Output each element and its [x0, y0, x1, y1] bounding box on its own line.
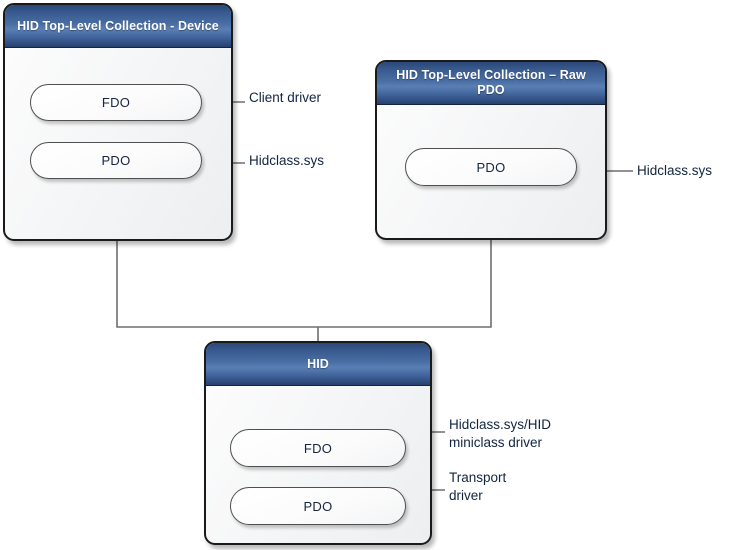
connector-device-to-hid	[116, 241, 318, 328]
box-hid-header: HID	[206, 343, 430, 386]
rawpdo-pdo-node[interactable]: PDO	[405, 148, 577, 186]
device-fdo-node[interactable]: FDO	[30, 84, 202, 121]
box-device-body: FDO PDO	[5, 48, 231, 239]
callout-hidclass-sys-rawpdo: Hidclass.sys	[637, 163, 713, 178]
box-rawpdo-header: HID Top-Level Collection – Raw PDO	[377, 62, 605, 105]
callout-hidclass-sys-device: Hidclass.sys	[249, 153, 325, 168]
connector-rawpdo-to-hid	[318, 240, 492, 328]
box-device-header: HID Top-Level Collection - Device	[5, 5, 231, 48]
hid-pdo-node[interactable]: PDO	[230, 487, 406, 525]
callout-client-driver: Client driver	[249, 90, 322, 105]
callout-hidclass-sys-hid-miniclass-driver: Hidclass.sys/HID miniclass driver	[449, 417, 552, 450]
box-rawpdo-body: PDO	[377, 105, 605, 238]
device-pdo-node[interactable]: PDO	[30, 142, 202, 179]
callout-transport-driver: Transport driver	[449, 470, 507, 503]
box-hid-top-level-collection-device[interactable]: HID Top-Level Collection - Device FDO PD…	[3, 3, 233, 241]
hid-fdo-node[interactable]: FDO	[230, 429, 406, 467]
box-hid-body: FDO PDO	[206, 386, 430, 543]
box-hid-top-level-collection-raw-pdo[interactable]: HID Top-Level Collection – Raw PDO PDO	[375, 60, 607, 240]
box-hid[interactable]: HID FDO PDO	[204, 341, 432, 545]
